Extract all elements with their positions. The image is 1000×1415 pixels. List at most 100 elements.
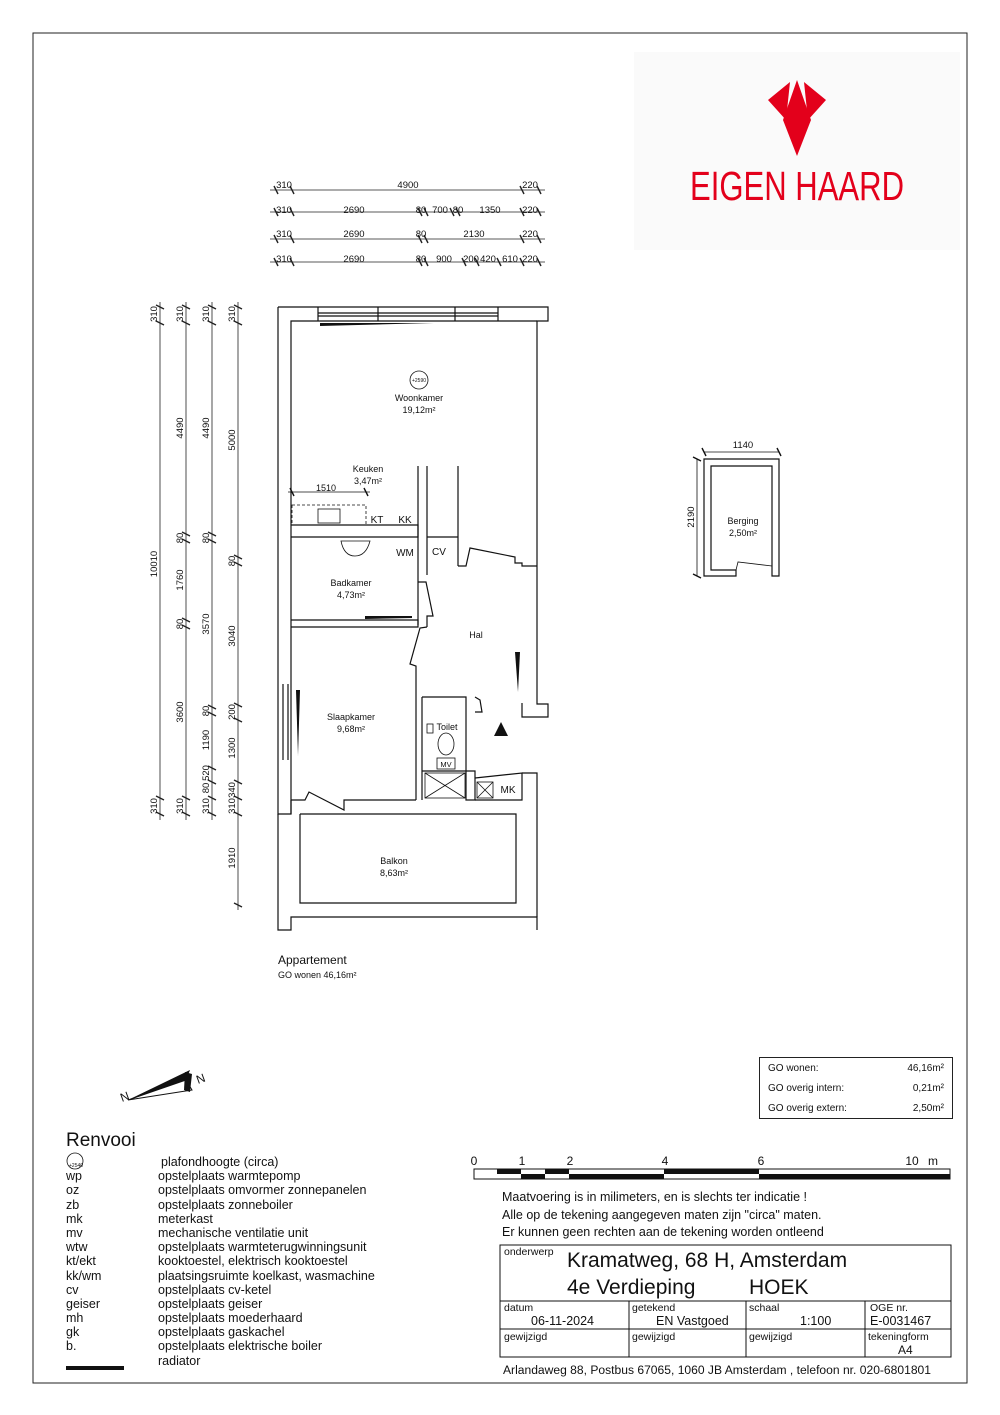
scale-tick: 2 xyxy=(567,1154,574,1168)
room-name-badkamer: Badkamer xyxy=(330,578,371,588)
ceiling-height-icon xyxy=(409,370,429,390)
radiator-badkamer xyxy=(365,616,412,619)
room-area-badkamer: 4,73m² xyxy=(337,590,365,600)
kitchen-sink xyxy=(317,508,341,524)
berging-depth-label: 2190 xyxy=(686,506,697,527)
dim-label: 4490 xyxy=(201,417,212,438)
logo-flame-left xyxy=(768,82,790,120)
berging-width-label: 1140 xyxy=(733,440,753,451)
dim-label: 10010 xyxy=(149,551,160,577)
legend-code: mv xyxy=(66,1225,83,1240)
getekend: EN Vastgoed xyxy=(656,1314,729,1328)
legend-text: radiator xyxy=(158,1353,201,1368)
legend-text: opstelplaats cv-ketel xyxy=(158,1282,272,1297)
washbasin xyxy=(340,540,371,557)
dim-label: 310 xyxy=(276,254,292,265)
legend-text: opstelplaats warmteterugwinningsunit xyxy=(158,1240,367,1255)
dim-label: 310 xyxy=(276,229,292,240)
legend-code: mh xyxy=(66,1311,84,1326)
address: Kramatweg, 68 H, Amsterdam xyxy=(567,1249,847,1272)
oge: E-0031467 xyxy=(870,1314,931,1328)
room-area-keuken: 3,47m² xyxy=(354,476,382,486)
legend-code xyxy=(66,1354,158,1368)
dim-label: 80 xyxy=(416,254,427,265)
kitchen-counter xyxy=(291,504,367,526)
note-line: Maatvoering is in milimeters, en is slec… xyxy=(502,1190,807,1204)
dim-label: 3570 xyxy=(201,613,212,634)
dim-label: 310 xyxy=(149,798,160,814)
room-name-toilet: Toilet xyxy=(436,722,458,732)
schaal: 1:100 xyxy=(800,1314,831,1328)
legend-code: wp xyxy=(66,1169,82,1184)
legend-code: oz xyxy=(66,1183,80,1198)
gewijzigd-label: gewijzigd xyxy=(504,1331,547,1343)
marker-wm: WM xyxy=(396,548,414,559)
dim-label: 2690 xyxy=(343,254,364,265)
dim-label: 80 xyxy=(175,533,186,544)
radiator-slaapkamer xyxy=(296,690,300,756)
area-value: 0,21m² xyxy=(912,1082,944,1094)
room-area-slaapkamer: 9,68m² xyxy=(337,724,365,734)
logo-flame-center xyxy=(783,80,811,156)
dim-label: 2130 xyxy=(463,229,484,240)
berging: 1140 2190 Berging 2,50m² xyxy=(686,440,782,579)
dim-label: 80 xyxy=(201,706,212,717)
dim-label: 220 xyxy=(522,180,538,191)
outer-wall-right xyxy=(278,306,549,718)
dim-label: 220 xyxy=(522,254,538,265)
area-table: GO wonen:46,16m² GO overig intern:0,21m²… xyxy=(759,1057,953,1119)
area-label: GO overig extern: xyxy=(768,1102,847,1114)
toilet-bowl xyxy=(437,732,455,756)
area-row: GO overig extern: 2,50m² xyxy=(760,1098,952,1118)
dim-label: 2690 xyxy=(343,229,364,240)
datum: 06-11-2024 xyxy=(531,1314,594,1328)
dim-label: 420 xyxy=(480,254,496,265)
legend-code: zb xyxy=(66,1197,80,1212)
marker-mv: MV xyxy=(440,760,451,769)
mv-unit xyxy=(424,772,466,799)
legend-text: mechanische ventilatie unit xyxy=(158,1225,309,1240)
marker-mk: MK xyxy=(501,785,516,796)
top-dimension-lines xyxy=(270,185,545,267)
kitchen-wall xyxy=(291,524,419,538)
tekeningform-label: tekeningform xyxy=(868,1331,929,1343)
berging-walls xyxy=(703,458,780,577)
tekeningform: A4 xyxy=(898,1343,913,1357)
dim-label: 310 xyxy=(201,306,212,322)
area-row: GO wonen:46,16m² xyxy=(760,1058,952,1078)
position: HOEK xyxy=(749,1276,809,1299)
north-arrow: N N xyxy=(118,1070,207,1105)
floor: 4e Verdieping xyxy=(567,1276,695,1299)
logo-flame-right xyxy=(804,82,826,120)
balcony-inner xyxy=(299,813,517,904)
north-arrow-icon xyxy=(128,1070,190,1100)
legend-row: radiator xyxy=(66,1354,375,1368)
dim-label: 220 xyxy=(522,205,538,216)
area-value: 2,50m² xyxy=(912,1102,944,1114)
mk-box xyxy=(476,781,494,799)
footer-address: Arlandaweg 88, Postbus 67065, 1060 JB Am… xyxy=(503,1365,931,1377)
marker-cv: CV xyxy=(432,547,446,558)
dim-label: 1350 xyxy=(479,205,500,216)
dim-label: 80 xyxy=(416,205,427,216)
dim-label: 80 xyxy=(201,533,212,544)
legend-row: b.opstelplaats elektrische boiler xyxy=(66,1339,375,1353)
room-name-slaapkamer: Slaapkamer xyxy=(327,712,375,722)
scale-tick: 1 xyxy=(519,1154,526,1168)
legend-text: opstelplaats gaskachel xyxy=(158,1325,285,1340)
legend-text: kooktoestel, elektrisch kooktoestel xyxy=(158,1254,348,1269)
legend-text: plafondhoogte (circa) xyxy=(161,1155,279,1169)
dim-label: 310 xyxy=(276,205,292,216)
note-line: Er kunnen geen rechten aan de tekening w… xyxy=(502,1225,824,1239)
legend-code: b. xyxy=(66,1339,77,1354)
dim-label: 1760 xyxy=(175,569,186,590)
dim-label: 310 xyxy=(227,306,238,322)
